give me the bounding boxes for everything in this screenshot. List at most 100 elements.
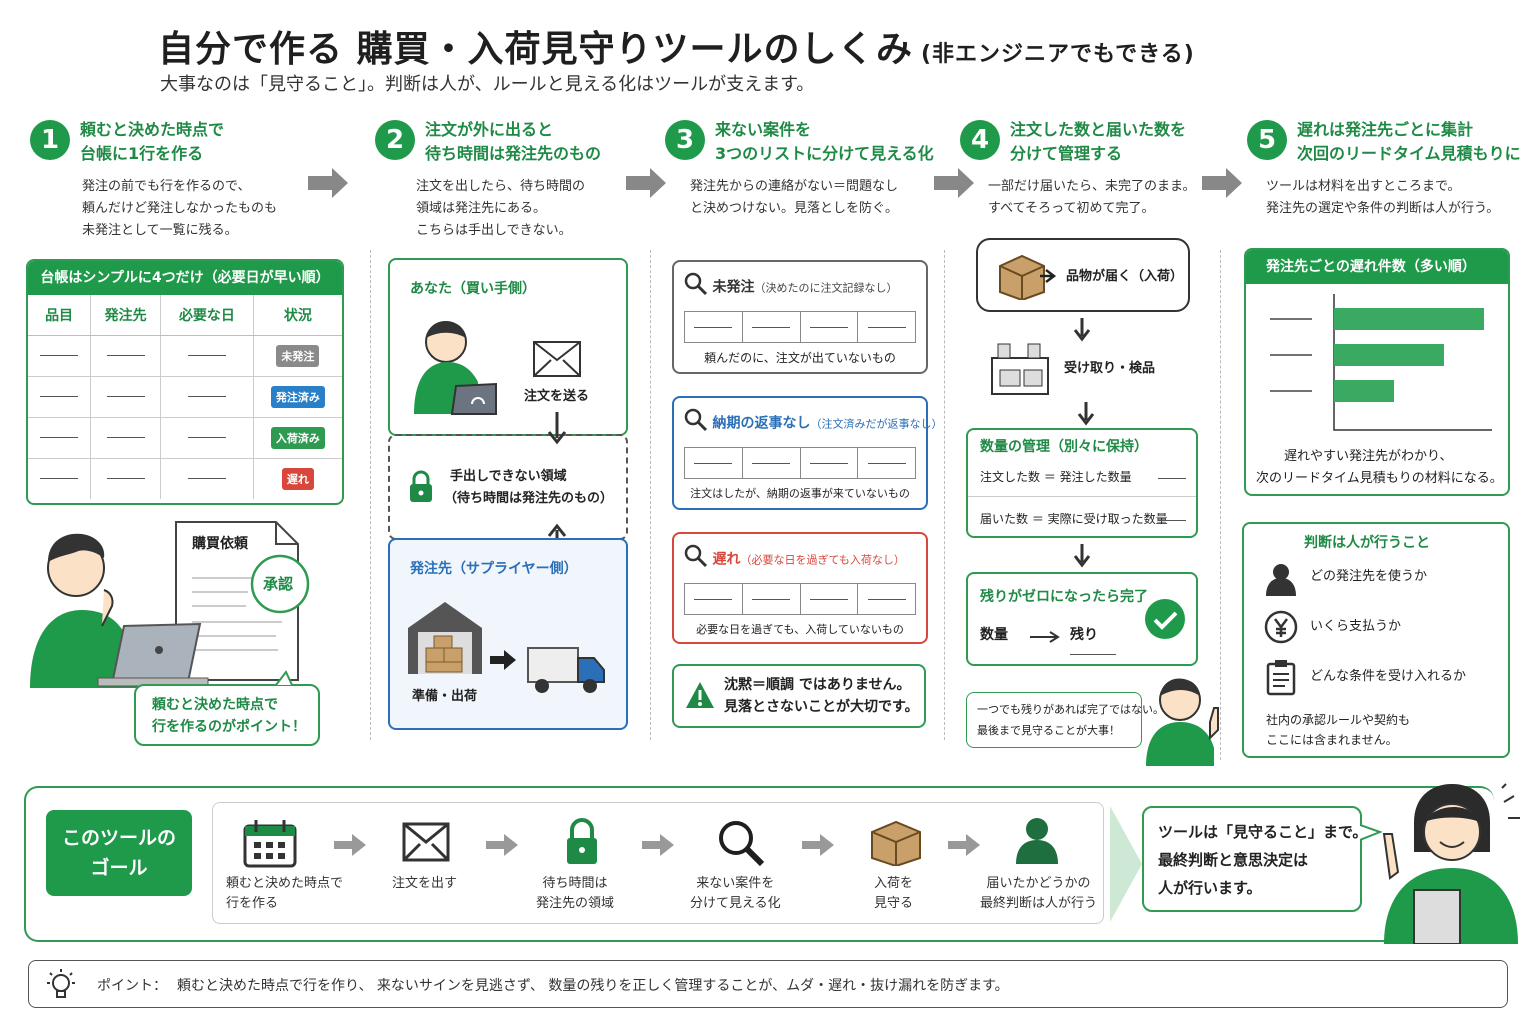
flow-arrow xyxy=(802,834,834,856)
step-4-header: 4 注文した数と届いた数を分けて管理する xyxy=(960,118,1186,166)
step-arrow-2 xyxy=(626,168,666,198)
chart-bar xyxy=(1334,308,1484,330)
search-icon xyxy=(684,272,708,303)
completion-box: 残りがゼロになったら完了 数量 残り xyxy=(966,572,1198,666)
search-icon xyxy=(684,544,708,575)
step-arrow-3 xyxy=(934,168,974,198)
delay-chart-panel: 発注先ごとの遅れ件数（多い順） 遅れやすい発注先がわかり、 次のリードタイム見積… xyxy=(1244,248,1510,496)
status-badge: 入荷済み xyxy=(270,426,325,449)
step-5-header: 5 遅れは発注先ごとに集計次回のリードタイム見積もりに xyxy=(1247,118,1521,166)
page-subtitle: 大事なのは「見守ること」。判断は人が、ルールと見える化はツールが支えます。 xyxy=(160,74,815,95)
step-number: 1 xyxy=(30,120,70,160)
ledger-header: 台帳はシンプルに4つだけ（必要日が早い順） xyxy=(28,261,342,295)
down-arrow xyxy=(1073,318,1091,342)
goal-item-2: 注文を出す xyxy=(392,876,458,891)
warning-icon xyxy=(686,682,714,708)
delay-bar-chart xyxy=(1270,294,1492,431)
inspection-shelf-icon xyxy=(991,343,1049,395)
calendar-icon xyxy=(243,820,297,868)
goal-bubble: ツールは「見守ること」まで。 最終判断と意思決定は 人が行います。 xyxy=(1142,806,1367,912)
chart-axis xyxy=(1333,294,1492,431)
status-badge: 遅れ xyxy=(281,467,314,490)
step-arrow-1 xyxy=(308,168,348,198)
goal-item-6: 届いたかどうかの最終判断は人が行う xyxy=(980,876,1098,911)
bubble-tail xyxy=(275,670,293,686)
arrow-right-icon xyxy=(1030,631,1060,643)
tip-label: ポイント： xyxy=(97,978,167,994)
goal-item-5: 入荷を見守る xyxy=(874,876,914,911)
search-icon xyxy=(684,408,708,439)
column-divider xyxy=(370,250,371,740)
envelope-icon xyxy=(533,341,581,377)
clipboard-icon xyxy=(1266,660,1296,696)
flow-arrow xyxy=(486,834,518,856)
flow-arrow xyxy=(948,834,980,856)
chevron-right-icon xyxy=(1110,806,1142,922)
supplier-box: 発注先（サプライヤー側） 準備・出荷 xyxy=(388,538,628,730)
goal-flow xyxy=(212,802,1104,924)
goal-section xyxy=(24,786,1494,942)
step-3-desc: 発注先からの連絡がない＝問題なしと決めつけない。見落としを防ぐ。 xyxy=(690,179,899,216)
table-row: 発注済み xyxy=(28,375,342,417)
tip-text: 頼むと決めた時点で行を作り、 来ないサインを見逃さず、 数量の残りを正しく管理す… xyxy=(177,978,1009,994)
chart-bar xyxy=(1334,344,1444,366)
column-header: 品目 xyxy=(28,295,91,336)
human-judgement-panel: 判断は人が行うこと どの発注先を使うか いくら支払うか どんな条件を受け入れるか… xyxy=(1242,522,1510,758)
buyer-person-icon xyxy=(414,321,497,415)
goal-label: このツールのゴール xyxy=(46,810,192,896)
chart-title: 発注先ごとの遅れ件数（多い順） xyxy=(1246,250,1508,284)
check-icon xyxy=(1145,599,1185,639)
no-touch-zone: 手出しできない領域 （待ち時間は発注先のもの） xyxy=(388,434,628,540)
buyer-box: あなた（買い手側） 注文を送る xyxy=(388,258,628,436)
envelope-icon xyxy=(402,822,450,862)
column-header: 状況 xyxy=(252,295,342,336)
person-icon xyxy=(1266,564,1296,596)
step-2-header: 2 注文が外に出ると待ち時間は発注先のもの xyxy=(375,118,601,166)
down-arrow xyxy=(1073,544,1091,568)
page-title: 自分で作る 購買・入荷見守りツールのしくみ(非エンジニアでもできる) xyxy=(158,29,1195,70)
lightbulb-icon xyxy=(47,969,75,998)
yen-icon xyxy=(1264,610,1298,644)
warning-note: 沈黙＝順調 ではありません。 見落とさないことが大切です。 xyxy=(672,664,926,728)
person-icon xyxy=(1016,818,1058,864)
tip-bubble: 頼むと決めた時点で行を作るのがポイント！ xyxy=(134,684,320,746)
list-unordered: 未発注（決めたのに注文記録なし） 頼んだのに、注文が出ていないもの xyxy=(672,260,928,374)
lock-icon xyxy=(567,818,597,864)
table-row: 未発注 xyxy=(28,334,342,376)
status-badge: 未発注 xyxy=(276,344,320,367)
table-row: 入荷済み xyxy=(28,416,342,458)
lock-icon xyxy=(410,470,432,502)
column-divider xyxy=(944,250,945,740)
column-divider xyxy=(1220,250,1221,760)
approval-stamp: 承認 xyxy=(263,575,294,593)
ledger-table: 台帳はシンプルに4つだけ（必要日が早い順） 品目発注先必要な日状況 未発注 発注… xyxy=(26,259,344,505)
column-header: 発注先 xyxy=(90,295,161,336)
person-laptop-illustration xyxy=(30,521,310,688)
bubble-tail xyxy=(1360,824,1382,841)
goal-item-3: 待ち時間は発注先の領域 xyxy=(536,876,615,911)
reminder-bubble: 一つでも残りがあれば完了ではない。 最後まで見守ることが大事！ xyxy=(966,692,1164,748)
step-1-header: 1 頼むと決めた時点で台帳に1行を作る xyxy=(30,118,224,166)
goal-item-1: 頼むと決めた時点で行を作る xyxy=(226,876,344,911)
down-arrow xyxy=(1077,402,1095,426)
flow-arrow xyxy=(334,834,366,856)
truck-icon xyxy=(527,647,605,693)
tip-bar: ポイント： 頼むと決めた時点で行を作り、 来ないサインを見逃さず、 数量の残りを正… xyxy=(28,960,1508,1008)
step-2-desc: 注文を出したら、待ち時間の領域は発注先にある。こちらは手出しできない。 xyxy=(416,179,586,238)
column-header: 必要な日 xyxy=(160,295,254,336)
box-icon xyxy=(999,254,1056,300)
search-icon xyxy=(719,821,765,867)
list-no-reply: 納期の返事なし（注文済みだが返事なし） 注文はしたが、納期の返事が来ていないもの xyxy=(672,396,942,510)
step-4-desc: 一部だけ届いたら、未完了のまま。すべてそろって初めて完了。 xyxy=(988,179,1196,216)
chart-bar xyxy=(1334,380,1394,402)
status-badge: 発注済み xyxy=(270,385,325,408)
purchase-request-title: 購買依頼 xyxy=(192,536,248,552)
inspect-label: 受け取り・検品 xyxy=(1064,361,1156,376)
arrival-box: 品物が届く（入荷） xyxy=(976,238,1190,312)
person-pointing-illustration xyxy=(1146,678,1219,766)
down-arrow xyxy=(547,412,567,445)
woman-pointing-illustration xyxy=(1382,783,1520,944)
step-5-desc: ツールは材料を出すところまで。発注先の選定や条件の判断は人が行う。 xyxy=(1266,179,1500,216)
column-divider xyxy=(650,250,651,740)
